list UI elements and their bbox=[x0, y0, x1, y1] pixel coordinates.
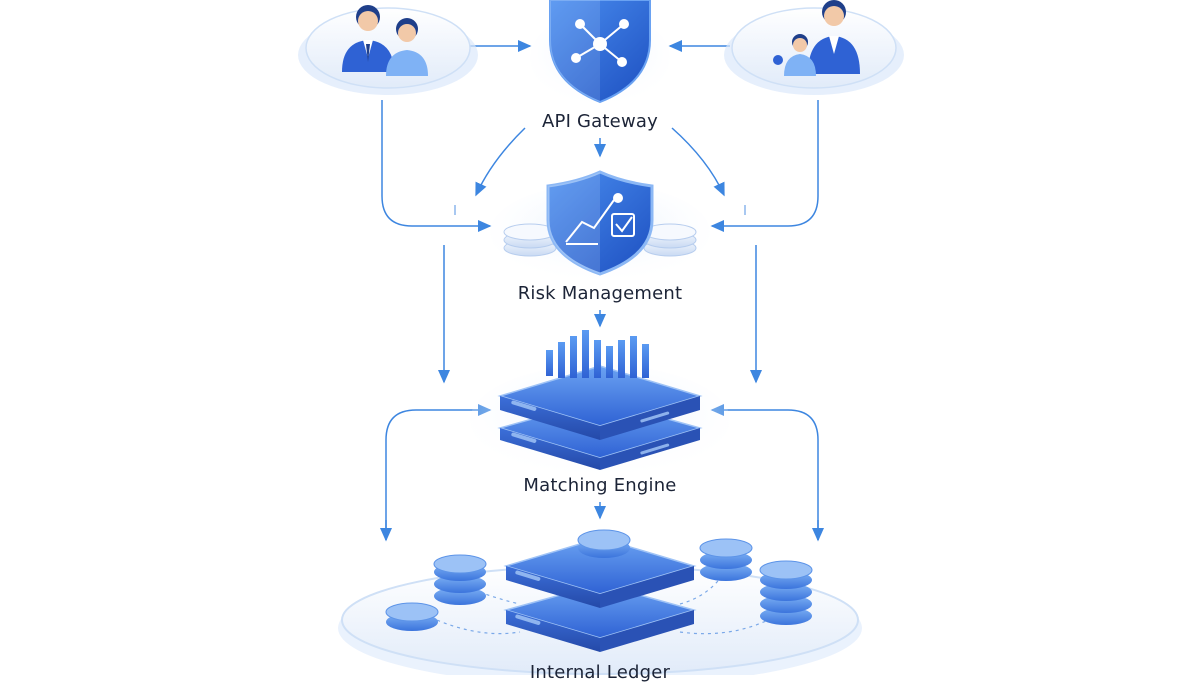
curve-gateway-left bbox=[475, 127, 526, 197]
chart-shield-icon bbox=[546, 170, 654, 276]
coin-stack-ledger-3 bbox=[699, 538, 753, 581]
coin-stack-ledger-1 bbox=[385, 602, 439, 631]
coin-stack-ledger-4 bbox=[759, 560, 813, 625]
coin-stack-ledger-2 bbox=[433, 554, 487, 605]
client-group-right bbox=[724, 0, 904, 95]
users-icon bbox=[342, 5, 428, 76]
matching-engine-node bbox=[470, 330, 730, 475]
risk-management-node bbox=[490, 170, 710, 280]
path-right-to-matching bbox=[710, 404, 819, 540]
path-left-client-to-risk bbox=[381, 100, 492, 232]
coin-stack-right bbox=[643, 223, 697, 257]
bar-chart-server-icon bbox=[546, 330, 649, 378]
path-right-client-to-risk bbox=[710, 100, 819, 232]
client-group-left bbox=[298, 5, 478, 95]
internal-ledger-node bbox=[338, 529, 862, 675]
api-gateway-label: API Gateway bbox=[542, 111, 658, 132]
users-icon bbox=[773, 0, 860, 76]
connectors bbox=[380, 40, 824, 542]
api-gateway-node bbox=[530, 0, 670, 104]
matching-engine-label: Matching Engine bbox=[523, 475, 677, 496]
path-left-to-matching bbox=[385, 404, 492, 540]
coin-stack-left bbox=[503, 223, 557, 257]
coin-server-icon bbox=[577, 529, 631, 558]
risk-management-label: Risk Management bbox=[517, 283, 683, 304]
internal-ledger-label: Internal Ledger bbox=[529, 662, 671, 683]
curve-gateway-right bbox=[671, 127, 725, 197]
